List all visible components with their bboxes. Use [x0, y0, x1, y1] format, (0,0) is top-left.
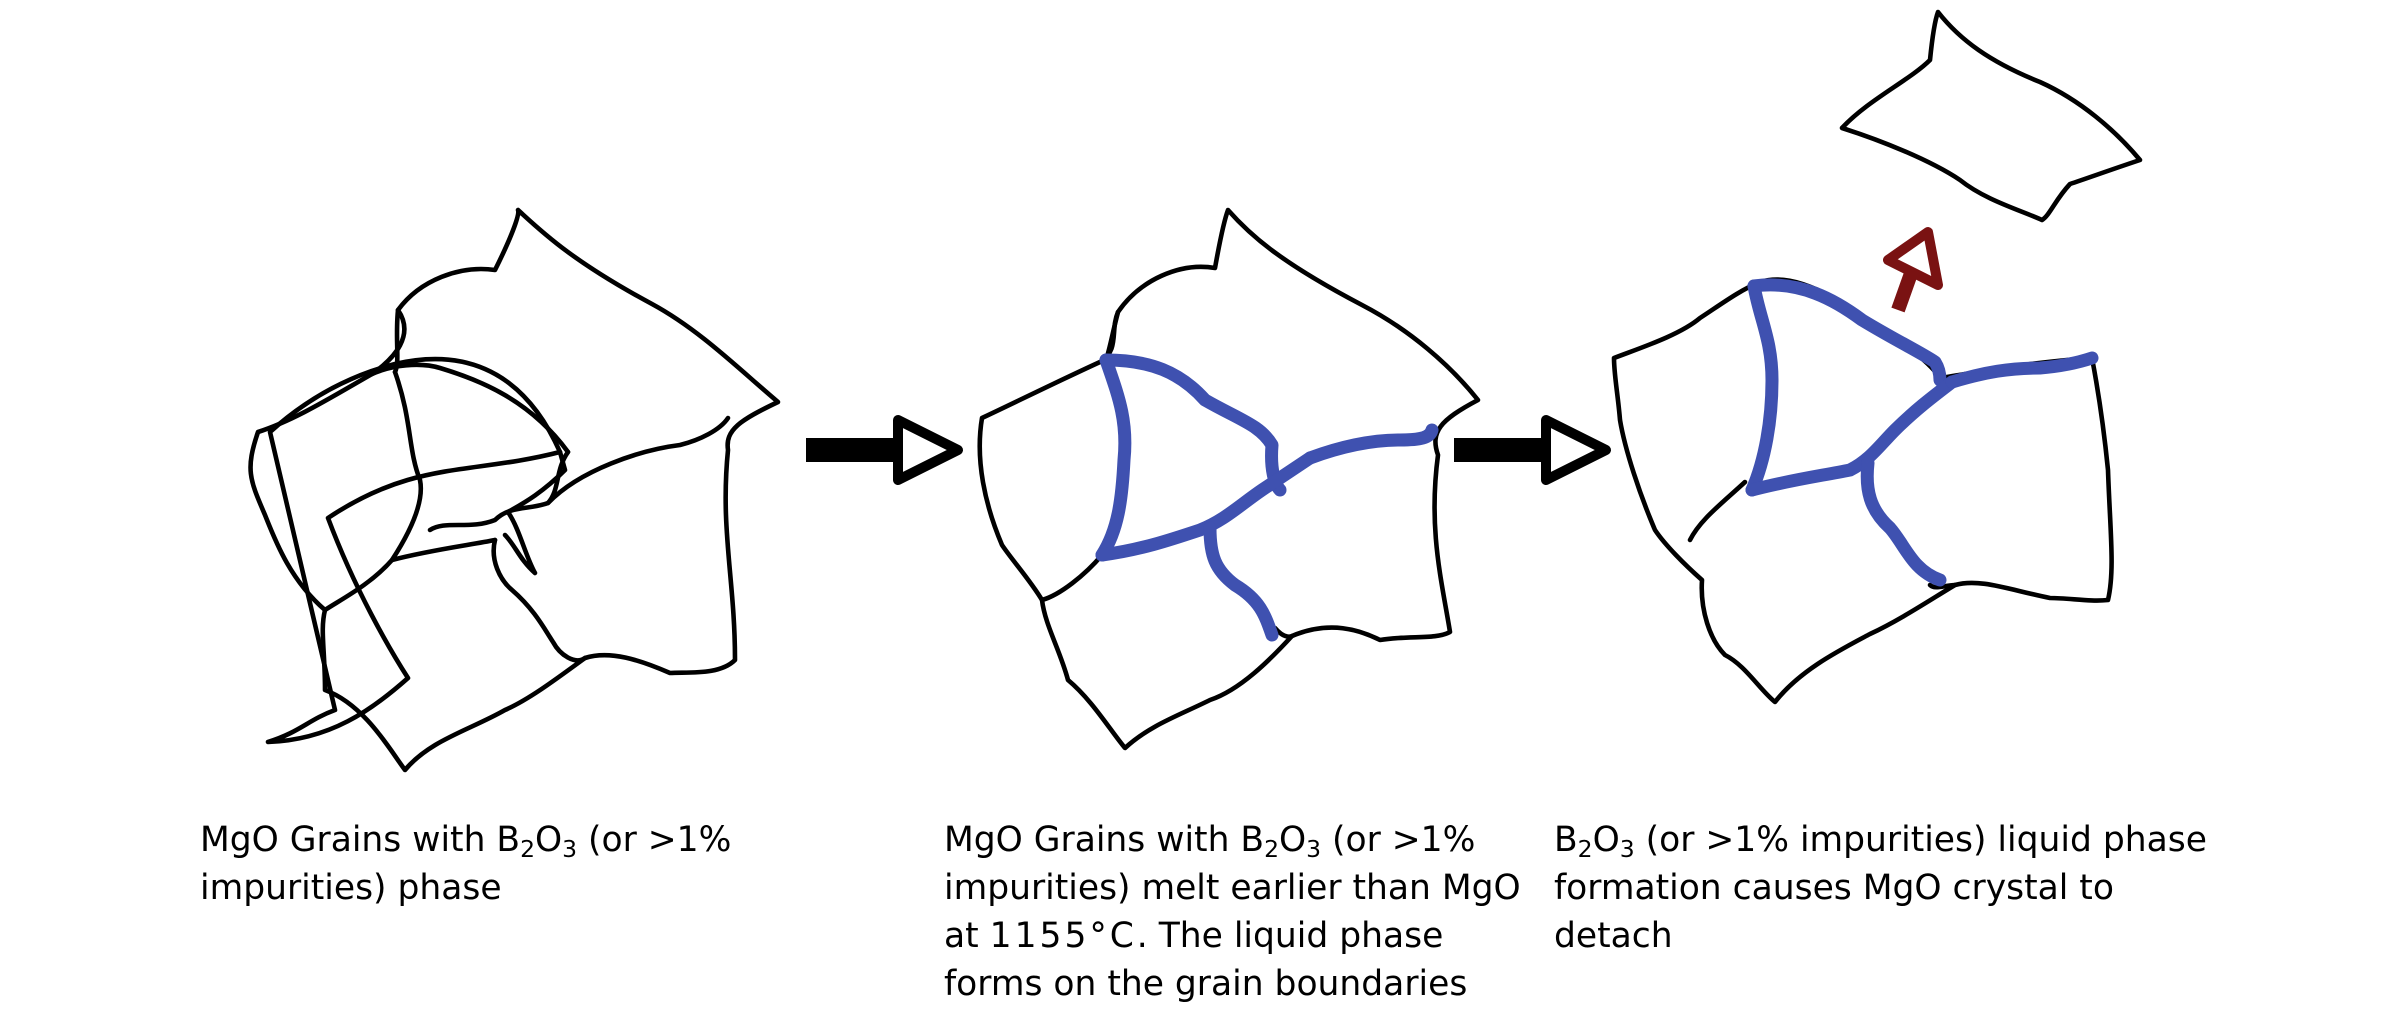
liquid-boundary — [1745, 279, 1779, 497]
process-arrow-2 — [1454, 415, 1611, 485]
cluster-boundary — [248, 207, 781, 773]
caption-line: impurities) melt earlier than MgO — [944, 868, 1521, 908]
liquid-boundary — [1945, 351, 2099, 389]
liquid-boundary — [1745, 375, 1959, 497]
grain-boundary — [1272, 625, 1295, 639]
liquid-boundary — [1303, 423, 1439, 465]
caption-line: B2O3 (or >1% impurities) liquid phase — [1554, 820, 2207, 863]
grain-boundary — [427, 449, 571, 533]
liquid-boundary — [1095, 353, 1132, 562]
detach-arrow — [1883, 227, 1943, 313]
caption-line: forms on the grain boundaries — [944, 964, 1468, 1004]
liquid-boundary — [1099, 353, 1287, 497]
grain-boundary — [369, 362, 571, 455]
liquid-phase-step3 — [1745, 278, 2099, 587]
cluster-boundary — [977, 207, 1481, 751]
liquid-boundary — [1203, 521, 1279, 642]
grain-boundary — [392, 307, 401, 375]
grain-cluster-step2 — [977, 207, 1481, 751]
liquid-boundary — [1860, 456, 1947, 587]
caption-line: detach — [1554, 916, 1673, 956]
caption-step2: MgO Grains with B2O3 (or >1% impurities)… — [944, 816, 1521, 1008]
crystal-outline — [1839, 9, 2143, 223]
caption-line: formation causes MgO crystal to — [1554, 868, 2114, 908]
grain-boundary — [1927, 582, 1958, 590]
liquid-boundary — [1095, 451, 1317, 562]
grain-boundary — [322, 369, 424, 613]
liquid-boundary — [1747, 278, 1947, 387]
caption-step1: MgO Grains with B2O3 (or >1% impurities)… — [200, 816, 731, 912]
caption-step3: B2O3 (or >1% impurities) liquid phase fo… — [1554, 816, 2207, 960]
grain-boundary — [1039, 552, 1105, 603]
grain-boundary — [491, 537, 588, 663]
detached-crystal — [1839, 9, 2143, 223]
grain-cluster-step1 — [248, 207, 781, 773]
caption-line: at 1155°C. The liquid phase — [944, 916, 1444, 956]
caption-line: MgO Grains with B2O3 (or >1% — [944, 820, 1476, 863]
grain-boundary — [389, 537, 498, 563]
liquid-phase-step2 — [1095, 353, 1439, 642]
grain-outline — [502, 449, 568, 576]
grain-boundary — [545, 415, 731, 506]
caption-line: MgO Grains with B2O3 (or >1% — [200, 820, 732, 863]
process-arrow-1 — [806, 415, 963, 485]
melting-temperature: 1155°C — [989, 916, 1137, 956]
caption-line: impurities) phase — [200, 868, 502, 908]
grain-boundary — [1687, 479, 1748, 543]
